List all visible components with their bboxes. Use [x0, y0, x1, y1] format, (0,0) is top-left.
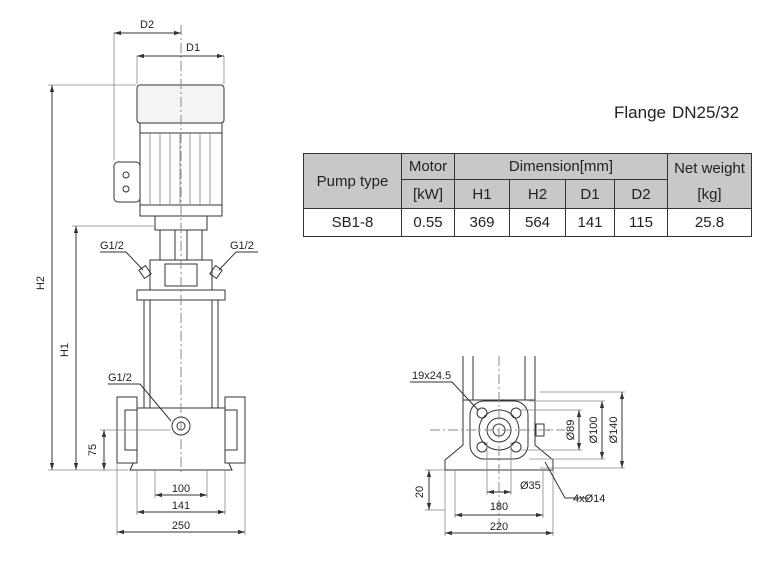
spec-table: Pump type Motor Dimension[mm] Net weight… [303, 152, 752, 237]
label-dim-141: 141 [172, 500, 190, 512]
label-dia-140: Ø140 [608, 417, 620, 444]
cell-pump-type: SB1-8 [303, 208, 402, 237]
header-pump-type: Pump type [303, 153, 402, 209]
header-h2: H2 [509, 179, 566, 209]
header-d1: D1 [565, 179, 615, 209]
header-dimension: Dimension[mm] [454, 152, 668, 181]
terminal-box [113, 161, 141, 203]
label-dim-20: 20 [414, 486, 426, 498]
label-dia-35: Ø35 [520, 480, 541, 492]
outlet-flange [224, 396, 246, 464]
label-dia-100: Ø100 [588, 417, 600, 444]
header-h1: H1 [454, 179, 510, 209]
label-holes: 4xØ14 [573, 493, 605, 505]
label-slot: 19x24.5 [412, 370, 451, 382]
cell-h1: 369 [454, 208, 510, 237]
label-g-left: G1/2 [100, 240, 124, 252]
label-dim-180: 180 [490, 501, 508, 513]
label-dim-250: 250 [172, 520, 190, 532]
cell-net-weight: 25.8 [667, 208, 752, 237]
label-d1: D1 [186, 42, 200, 54]
flange-size: DN25/32 [671, 103, 740, 122]
header-net-weight-unit: [kg] [697, 186, 722, 203]
cell-d2: 115 [614, 208, 668, 237]
label-d2: D2 [140, 19, 154, 31]
label-dia-89: Ø89 [565, 420, 577, 441]
front-view [48, 25, 258, 535]
table-row: SB1-8 0.55 369 564 141 115 25.8 [303, 208, 752, 237]
flange-label: Flange [614, 103, 666, 122]
header-net-weight: Net weight [kg] [667, 153, 752, 209]
header-d2: D2 [614, 179, 668, 209]
label-dim-220: 220 [490, 521, 508, 533]
base-view [410, 356, 625, 536]
label-h1: H1 [59, 343, 71, 357]
cell-motor: 0.55 [401, 208, 455, 237]
cell-d1: 141 [565, 208, 615, 237]
label-h2: H2 [35, 276, 47, 290]
flange-title: Flange DN25/32 [614, 103, 739, 123]
header-net-weight-label: Net weight [674, 160, 745, 177]
label-g-right: G1/2 [230, 240, 254, 252]
header-motor-unit: [kW] [401, 179, 455, 209]
cell-h2: 564 [509, 208, 566, 237]
header-motor: Motor [401, 152, 455, 181]
label-g-inlet: G1/2 [108, 372, 132, 384]
label-dim-75: 75 [87, 444, 99, 456]
label-dim-100: 100 [172, 483, 190, 495]
